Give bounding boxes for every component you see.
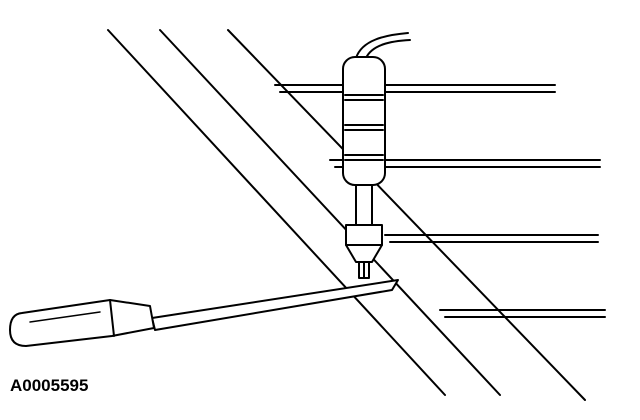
diagonal-rails bbox=[107, 29, 586, 401]
panel-edge-lines bbox=[274, 84, 606, 318]
screwdriver-handle bbox=[9, 299, 155, 347]
screwdriver-handle-highlight bbox=[29, 311, 101, 323]
tool-ferrule bbox=[345, 224, 383, 263]
tool-cord-inner bbox=[365, 39, 411, 59]
tool-cord bbox=[355, 32, 409, 59]
figure-id-label: A0005595 bbox=[10, 376, 89, 395]
tool-handle bbox=[342, 56, 386, 186]
screwdriver-handle-ridge bbox=[109, 299, 115, 337]
screwdriver bbox=[9, 279, 399, 347]
probe-tool bbox=[342, 32, 411, 279]
tool-shaft bbox=[355, 184, 373, 226]
